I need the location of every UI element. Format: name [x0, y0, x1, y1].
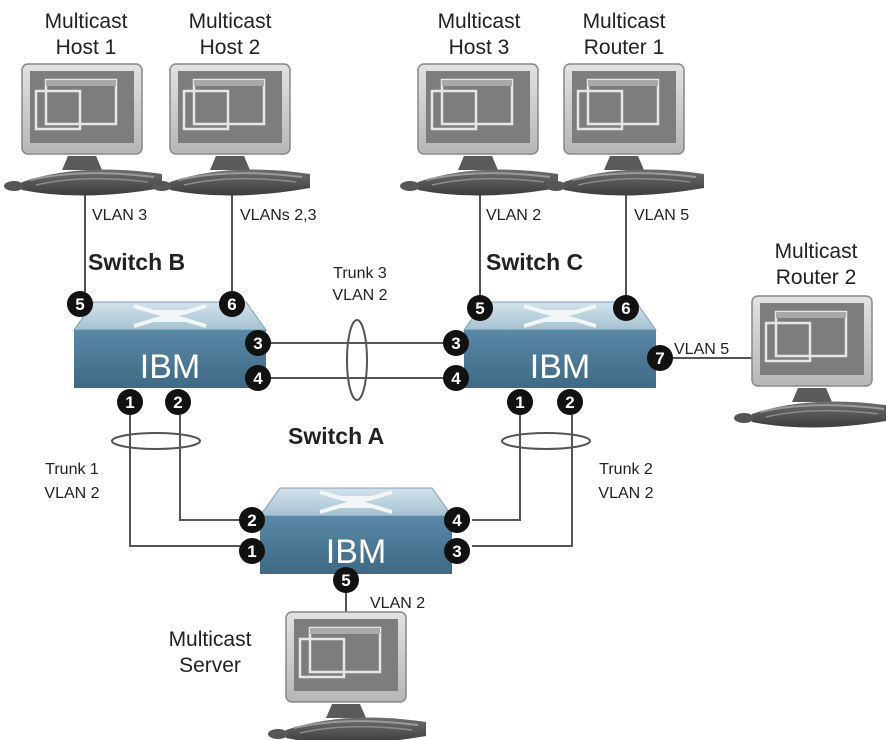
trunk2-name: Trunk 2	[599, 461, 653, 478]
router1-vlan-label: VLAN 5	[634, 207, 689, 224]
port-number: 4	[253, 369, 263, 388]
host2-label-line2: Host 2	[200, 36, 261, 59]
port-badge: 5	[467, 295, 493, 321]
trunk1-ellipse	[111, 432, 201, 450]
computer-router2: Multicast Router 2	[732, 240, 886, 429]
port-number: 2	[565, 393, 574, 412]
port-badge: 5	[67, 291, 93, 317]
computer-router1: Multicast Router 1	[544, 10, 706, 197]
router1-label-line1: Multicast	[583, 10, 666, 33]
switch-c-name: Switch C	[486, 249, 583, 275]
trunk1-vlan: VLAN 2	[44, 485, 99, 502]
router1-label-line2: Router 1	[584, 36, 665, 59]
port-number: 5	[75, 295, 84, 314]
port-number: 5	[475, 299, 484, 318]
host2-label-line1: Multicast	[189, 10, 272, 33]
computer-host1: Multicast Host 1	[2, 10, 164, 197]
switch-c: IBM Switch C	[462, 249, 658, 390]
switch-a: IBM Switch A	[258, 423, 454, 576]
host3-computer-icon	[398, 62, 560, 197]
port-number: 2	[173, 393, 182, 412]
trunk2-ellipse	[501, 432, 591, 450]
computer-host2: Multicast Host 2	[150, 10, 312, 197]
host2-vlan-label: VLANs 2,3	[240, 207, 317, 224]
computer-host3: Multicast Host 3	[398, 10, 560, 197]
host3-vlan-label: VLAN 2	[486, 207, 541, 224]
server-label-line2: Server	[179, 654, 241, 677]
switch-a-brand: IBM	[326, 533, 386, 571]
port-badge: 7	[647, 345, 673, 371]
server-vlan-label: VLAN 2	[370, 595, 425, 612]
switch-b-brand: IBM	[140, 348, 200, 386]
port-badge: 2	[165, 389, 191, 415]
trunk3-ellipse	[346, 319, 368, 401]
port-number: 6	[227, 295, 236, 314]
port-number: 3	[452, 542, 461, 561]
port-number: 2	[247, 511, 256, 530]
trunk2-vlan: VLAN 2	[598, 485, 653, 502]
trunk1-name: Trunk 1	[45, 461, 99, 478]
port-badge: 1	[117, 389, 143, 415]
switch-c-brand: IBM	[530, 348, 590, 386]
host1-label-line2: Host 1	[56, 36, 117, 59]
port-badge: 6	[613, 295, 639, 321]
port-number: 1	[515, 393, 524, 412]
link-trunk2-a	[472, 415, 521, 521]
host1-computer-icon	[2, 62, 164, 197]
port-badge: 1	[507, 389, 533, 415]
port-badge: 3	[443, 330, 469, 356]
host1-label-line1: Multicast	[45, 10, 128, 33]
port-badge: 4	[443, 365, 469, 391]
port-number: 3	[451, 334, 460, 353]
port-badge: 4	[444, 507, 470, 533]
port-badge: 3	[245, 330, 271, 356]
port-badge: 5	[333, 567, 359, 593]
router2-vlan-label: VLAN 5	[674, 341, 729, 358]
link-trunk1-a	[129, 415, 240, 547]
host2-computer-icon	[150, 62, 312, 197]
switch-b: IBM Switch B	[72, 249, 268, 390]
port-badges: 5 6 3 4 1 2 5 6 3 4 7 1 2 2 1 4 3 5	[67, 291, 673, 593]
link-trunk2-b	[472, 415, 573, 547]
links	[84, 178, 756, 620]
computer-server: Multicast Server	[169, 610, 428, 740]
port-badge: 2	[557, 389, 583, 415]
port-number: 1	[125, 393, 134, 412]
link-trunk1-b	[179, 415, 240, 521]
port-number: 3	[253, 334, 262, 353]
port-badge: 2	[239, 507, 265, 533]
port-badge: 3	[444, 538, 470, 564]
port-number: 4	[451, 369, 461, 388]
host1-vlan-label: VLAN 3	[92, 207, 147, 224]
router2-label-line1: Multicast	[775, 240, 858, 263]
trunk3-name: Trunk 3	[333, 265, 387, 282]
switch-a-name: Switch A	[288, 423, 384, 449]
server-label-line1: Multicast	[169, 628, 252, 651]
port-number: 1	[247, 542, 256, 561]
port-number: 4	[452, 511, 462, 530]
port-number: 6	[621, 299, 630, 318]
trunk3-vlan: VLAN 2	[332, 287, 387, 304]
port-number: 7	[655, 349, 664, 368]
port-badge: 4	[245, 365, 271, 391]
port-badge: 6	[219, 291, 245, 317]
port-badge: 1	[239, 538, 265, 564]
router2-label-line2: Router 2	[776, 266, 857, 289]
host3-label-line2: Host 3	[449, 36, 510, 59]
switch-b-name: Switch B	[88, 249, 185, 275]
host3-label-line1: Multicast	[438, 10, 521, 33]
server-computer-icon	[266, 610, 428, 740]
port-number: 5	[341, 571, 350, 590]
router1-computer-icon	[544, 62, 706, 197]
router2-computer-icon	[732, 294, 886, 429]
